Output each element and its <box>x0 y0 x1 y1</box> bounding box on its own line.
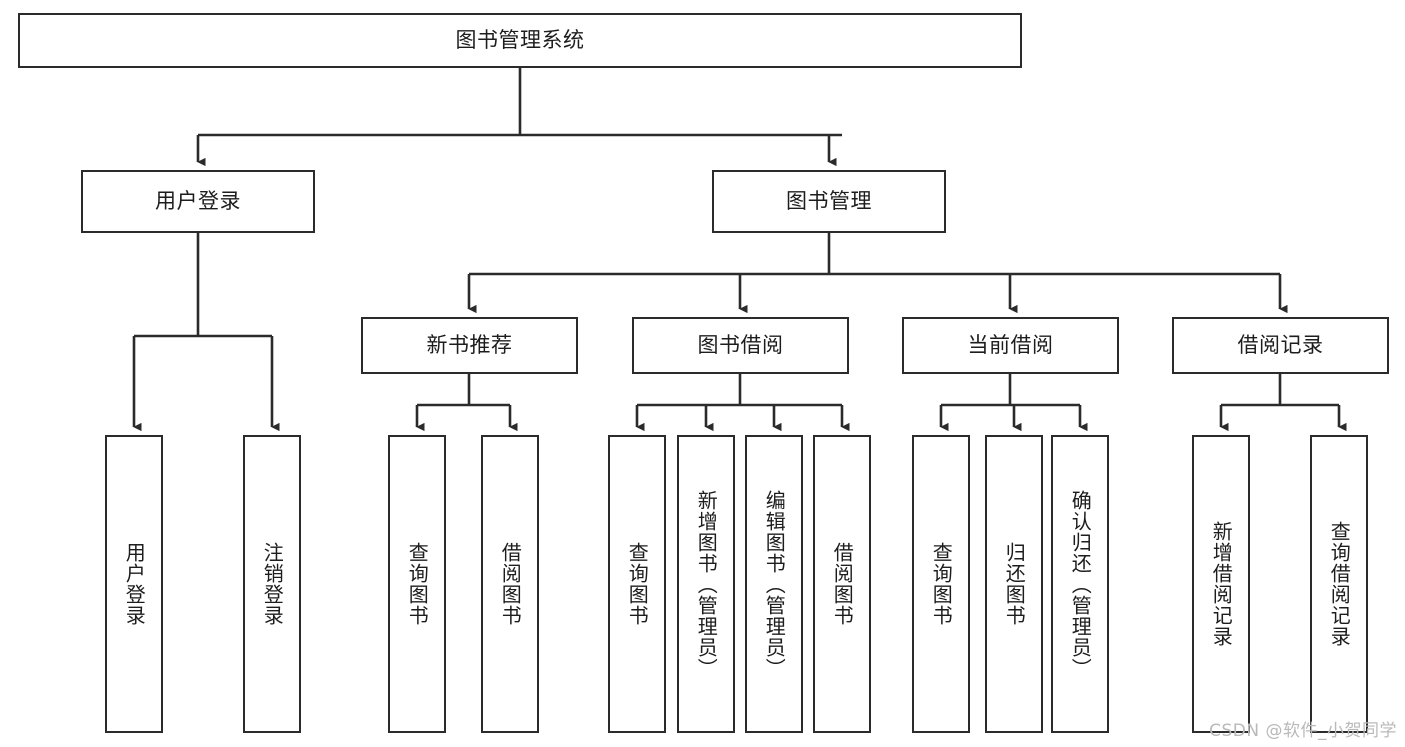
node-leaf-label: 查询图书 <box>405 542 430 626</box>
node-leaf-12[interactable]: 查询借阅记录 <box>1310 435 1368 733</box>
node-leaf-label: 查询借阅记录 <box>1327 521 1352 647</box>
node-leaf-10[interactable]: 确认归还（管理员） <box>1051 435 1109 733</box>
node-leaf-label: 新增借阅记录 <box>1209 521 1234 647</box>
node-leaf-label: 注销登录 <box>260 542 285 626</box>
node-level3-label: 借阅记录 <box>1237 333 1324 358</box>
node-level3-label: 当前借阅 <box>967 333 1054 358</box>
node-leaf-label: 借阅图书 <box>830 542 855 626</box>
node-leaf-11[interactable]: 新增借阅记录 <box>1192 435 1250 733</box>
node-level3-2[interactable]: 当前借阅 <box>902 317 1119 374</box>
node-leaf-label: 归还图书 <box>1002 542 1027 626</box>
node-level3-0[interactable]: 新书推荐 <box>361 317 578 374</box>
node-level2-1[interactable]: 图书管理 <box>712 170 946 233</box>
node-leaf-0[interactable]: 用户登录 <box>105 435 163 733</box>
node-leaf-label: 新增图书（管理员） <box>694 489 719 679</box>
node-leaf-4[interactable]: 查询图书 <box>608 435 666 733</box>
node-leaf-2[interactable]: 查询图书 <box>388 435 446 733</box>
node-leaf-6[interactable]: 编辑图书（管理员） <box>745 435 803 733</box>
node-level2-0[interactable]: 用户登录 <box>81 170 315 233</box>
csdn-watermark: CSDN @软件_小贺同学 <box>1209 721 1397 741</box>
node-leaf-label: 借阅图书 <box>498 542 523 626</box>
node-leaf-label: 编辑图书（管理员） <box>762 489 787 679</box>
node-level3-3[interactable]: 借阅记录 <box>1172 317 1389 374</box>
node-leaf-3[interactable]: 借阅图书 <box>481 435 539 733</box>
node-level3-label: 图书借阅 <box>697 333 784 358</box>
node-root-label: 图书管理系统 <box>455 28 585 53</box>
node-leaf-8[interactable]: 查询图书 <box>912 435 970 733</box>
node-leaf-label: 确认归还（管理员） <box>1068 489 1093 679</box>
node-leaf-label: 查询图书 <box>929 542 954 626</box>
node-level2-label: 用户登录 <box>155 189 241 214</box>
node-leaf-5[interactable]: 新增图书（管理员） <box>677 435 735 733</box>
node-level3-label: 新书推荐 <box>426 333 513 358</box>
node-leaf-label: 用户登录 <box>122 542 147 626</box>
node-leaf-9[interactable]: 归还图书 <box>985 435 1043 733</box>
node-leaf-1[interactable]: 注销登录 <box>243 435 301 733</box>
node-leaf-label: 查询图书 <box>625 542 650 626</box>
node-leaf-7[interactable]: 借阅图书 <box>813 435 871 733</box>
node-root[interactable]: 图书管理系统 <box>18 13 1022 68</box>
node-level3-1[interactable]: 图书借阅 <box>632 317 849 374</box>
node-level2-label: 图书管理 <box>786 189 872 214</box>
